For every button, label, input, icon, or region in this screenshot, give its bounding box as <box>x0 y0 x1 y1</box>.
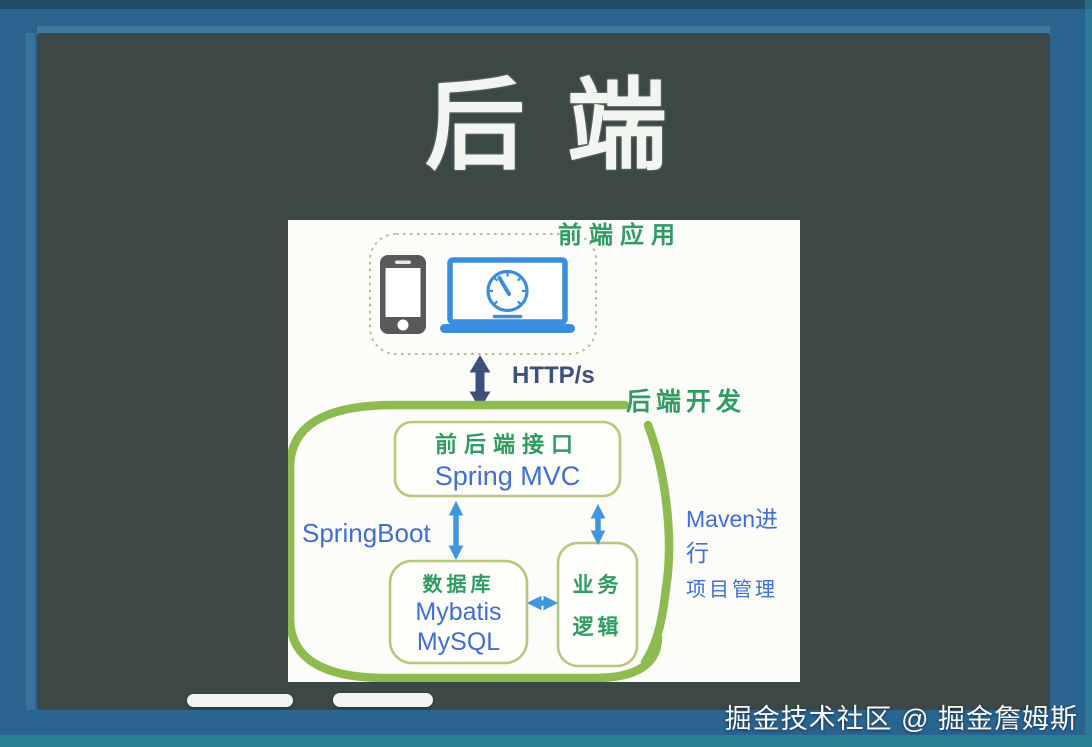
backend-container-right-bracket <box>640 420 674 667</box>
frame-tray-strip <box>0 735 1092 747</box>
diagram-graphics <box>288 233 674 682</box>
watermark: 掘金技术社区 @ 掘金詹姆斯 <box>724 704 1078 734</box>
chalk-piece-right <box>333 693 433 707</box>
http-label: HTTP/s <box>512 362 595 389</box>
frame-highlight-top <box>37 26 1050 34</box>
backend-container-border <box>288 400 674 682</box>
database-box: 数据库 Mybatis MySQL <box>390 561 527 663</box>
business-box-line1: 业务 <box>572 573 623 597</box>
database-box-mysql: MySQL <box>416 627 501 656</box>
maven-label-line1: Maven进行 <box>686 506 779 566</box>
maven-label-line2: 项目管理 <box>686 579 778 601</box>
database-business-arrow <box>526 595 559 611</box>
gauge-icon <box>486 269 529 319</box>
chalk-piece-left <box>187 694 293 707</box>
page-title: 后端 <box>425 70 709 182</box>
api-business-arrow <box>590 503 606 546</box>
smartphone-icon <box>380 255 426 334</box>
backend-dev-label: 后端开发 <box>626 388 747 416</box>
frame-shading-right <box>1085 0 1092 747</box>
api-database-arrow <box>448 500 464 561</box>
database-box-mybatis: Mybatis <box>415 597 502 626</box>
springboot-label: SpringBoot <box>302 518 431 548</box>
frame-highlight-left <box>26 33 35 710</box>
business-box: 业务 逻辑 <box>558 543 637 666</box>
laptop-gauge-icon <box>440 257 575 333</box>
frontend-app-label: 前端应用 <box>558 222 682 249</box>
business-box-line2: 逻辑 <box>572 615 623 639</box>
database-box-border <box>388 559 529 665</box>
api-box-border <box>393 420 622 498</box>
http-double-arrow <box>469 355 491 409</box>
api-box-subtitle: Spring MVC <box>434 460 581 491</box>
api-box: 前后端接口 Spring MVC <box>395 422 620 496</box>
database-box-title: 数据库 <box>422 573 495 596</box>
diagram-panel: 前端应用 HTTP/s 后端开发 前后端接口 Spring MVC Spring… <box>288 220 800 682</box>
maven-label: Maven进行 项目管理 <box>686 500 800 602</box>
api-box-title: 前后端接口 <box>434 431 580 457</box>
frame-shading-top <box>0 0 1092 9</box>
